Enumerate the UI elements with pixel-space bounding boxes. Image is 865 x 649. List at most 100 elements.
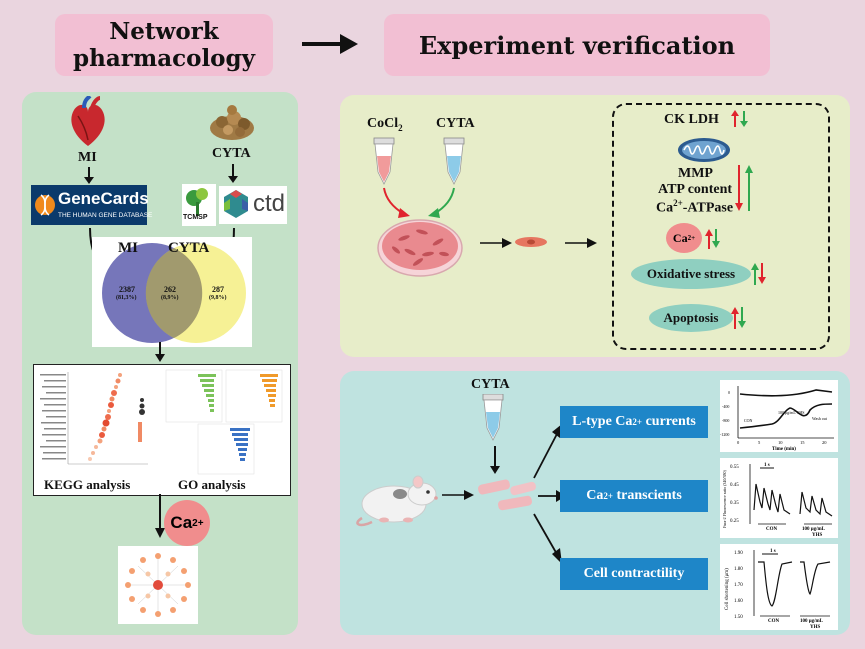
network-pharmacology-title: Network pharmacology xyxy=(55,14,273,76)
oxidative-stress-arrows xyxy=(751,263,766,285)
venn-overlap-count: 262 xyxy=(164,285,176,294)
ctd-label: ctd xyxy=(253,190,286,217)
svg-text:1.90: 1.90 xyxy=(734,551,743,556)
svg-text:100 μg/mL: 100 μg/mL xyxy=(802,527,826,532)
genecards-tagline: THE HUMAN GENE DATABASE xyxy=(58,212,153,219)
cardiomyocytes-icon xyxy=(478,479,536,511)
results-box xyxy=(612,103,830,350)
svg-text:YHS: YHS xyxy=(812,533,823,538)
ctd-hexagon-icon xyxy=(224,190,248,218)
svg-text:0.25: 0.25 xyxy=(730,519,739,524)
ca-atpase-label: Ca2+-ATPase xyxy=(656,198,734,216)
network-nodes xyxy=(125,553,191,617)
venn-mi-label: MI xyxy=(118,240,138,256)
herb-pile-icon xyxy=(210,105,254,140)
experiment-verification-title: Experiment verification xyxy=(384,14,770,76)
tubes-and-dish xyxy=(373,137,465,277)
venn-right-count: 287 xyxy=(212,285,224,294)
svg-text:0: 0 xyxy=(728,390,730,395)
tcmsp-icon xyxy=(182,184,216,226)
svg-text:10: 10 xyxy=(778,440,783,445)
venn-left-pct: (81,3%) xyxy=(116,295,137,301)
arrow-rat-to-cells xyxy=(442,490,474,500)
svg-text:1 s: 1 s xyxy=(770,549,776,554)
ctd-logo: ctd xyxy=(219,186,287,224)
svg-text:1.80: 1.80 xyxy=(734,567,743,572)
svg-text:100 μg/mL YHS: 100 μg/mL YHS xyxy=(778,410,805,415)
venn-right-pct: (9,8%) xyxy=(209,295,227,301)
svg-text:Time (min): Time (min) xyxy=(772,447,796,452)
svg-text:-800: -800 xyxy=(722,418,729,423)
rat-icon xyxy=(356,475,438,527)
header-arrow xyxy=(302,34,358,54)
svg-text:-400: -400 xyxy=(722,404,729,409)
mi-label: MI xyxy=(78,150,97,165)
arrow-cell-to-results xyxy=(565,238,597,248)
svg-text:0: 0 xyxy=(737,440,740,445)
single-cell-icon xyxy=(515,237,547,247)
cell-contractility-button: Cell contractility xyxy=(560,558,708,590)
heart-icon xyxy=(71,96,105,146)
svg-text:-1200: -1200 xyxy=(720,432,729,437)
venn-circles xyxy=(102,243,246,343)
arrow-to-network xyxy=(155,494,165,538)
arrow-mi-genecards xyxy=(84,167,94,184)
arrow-tube-to-cells xyxy=(490,446,500,474)
arrow-venn-to-enrichment xyxy=(155,342,165,362)
genecards-logo: GeneCards THE HUMAN GENE DATABASE xyxy=(31,185,152,225)
venn-overlap-pct: (8,9%) xyxy=(161,295,179,301)
svg-text:Cell shortening (μm): Cell shortening (μm) xyxy=(725,568,730,610)
genecards-name: GeneCards xyxy=(58,189,149,208)
apoptosis-arrows xyxy=(731,307,746,329)
mitochondria-icon xyxy=(678,138,730,162)
svg-text:1.50: 1.50 xyxy=(734,615,743,620)
svg-text:1.60: 1.60 xyxy=(734,599,743,604)
mito-arrows xyxy=(735,165,753,211)
svg-text:CON: CON xyxy=(744,418,753,423)
cocl2-label: CoCl2 xyxy=(367,116,403,133)
oxidative-stress-oval: Oxidative stress xyxy=(631,259,751,289)
kegg-caption: KEGG analysis xyxy=(44,477,131,492)
arrow-cyta-databases xyxy=(228,164,238,183)
svg-text:0.35: 0.35 xyxy=(730,501,739,506)
kegg-bubble-plot xyxy=(40,372,148,465)
mmp-label: MMP xyxy=(678,166,713,181)
tcmsp-label: TCMSP xyxy=(183,214,208,221)
branch-arrows xyxy=(533,424,566,564)
svg-text:Wash out: Wash out xyxy=(812,416,828,421)
svg-text:Fura-2 Fluorescence ratio (340: Fura-2 Fluorescence ratio (340/380) xyxy=(722,469,727,528)
svg-text:YHS: YHS xyxy=(810,625,821,630)
go-bar-charts xyxy=(165,369,283,475)
dna-icon xyxy=(35,194,55,216)
apoptosis-oval: Apoptosis xyxy=(649,304,733,332)
ck-ldh-arrows xyxy=(731,110,748,127)
svg-text:1 s: 1 s xyxy=(764,463,770,468)
ck-ldh-label: CK LDH xyxy=(664,112,719,127)
venn-cyta-label: CYTA xyxy=(168,240,210,256)
cyta-label-bottom: CYTA xyxy=(471,377,510,392)
ltype-current-graph xyxy=(720,380,838,452)
cyta-tube-bottom xyxy=(482,394,504,441)
cyta-label-left: CYTA xyxy=(212,146,251,161)
cyta-label-top: CYTA xyxy=(436,116,475,131)
svg-text:CON: CON xyxy=(766,527,778,532)
svg-text:1.70: 1.70 xyxy=(734,583,743,588)
svg-text:0.45: 0.45 xyxy=(730,483,739,488)
svg-text:100 μg/mL: 100 μg/mL xyxy=(800,619,824,624)
svg-text:20: 20 xyxy=(822,440,827,445)
ca-ion-arrows xyxy=(705,229,720,249)
network-pharmacology-panel xyxy=(22,92,298,635)
atp-content-label: ATP content xyxy=(658,182,733,197)
go-caption: GO analysis xyxy=(178,477,246,492)
arrow-dish-to-cell xyxy=(480,238,512,248)
svg-text:0.55: 0.55 xyxy=(730,465,739,470)
title-line-2: pharmacology xyxy=(73,45,255,72)
venn-left-count: 2387 xyxy=(119,285,135,294)
